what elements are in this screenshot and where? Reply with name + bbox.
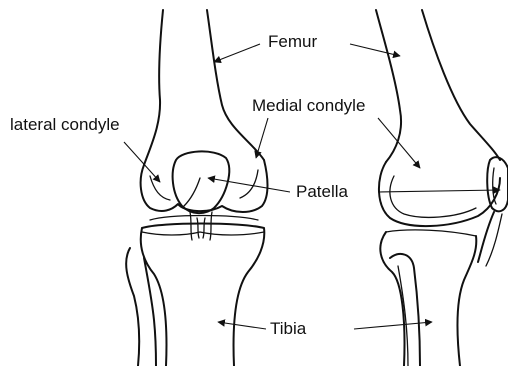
side-patellar-ligament xyxy=(486,214,502,266)
front-fibula xyxy=(126,248,139,366)
side-femur-shaft xyxy=(376,10,401,162)
front-femur-condyles xyxy=(141,160,268,212)
side-tibia xyxy=(380,232,404,366)
tibia-label: Tibia xyxy=(270,319,307,338)
femur-pointer-left xyxy=(214,44,260,62)
side-view-knee xyxy=(376,10,508,366)
side-tibia-plateau xyxy=(386,230,476,236)
femur-label: Femur xyxy=(268,32,317,51)
side-femur-shaft xyxy=(422,10,500,160)
front-patella-ridge xyxy=(184,178,200,206)
medial-condyle-pointer-left xyxy=(256,118,268,158)
tibia-pointer-left xyxy=(218,322,266,329)
tibia-pointer-right xyxy=(354,322,432,329)
patella-pointer-left xyxy=(208,178,290,192)
front-patella xyxy=(173,151,230,213)
front-femur-shaft xyxy=(144,10,163,165)
side-patella xyxy=(487,157,508,211)
front-femur-shaft xyxy=(207,10,264,160)
femur-pointer-right xyxy=(350,44,400,56)
side-tibia xyxy=(457,236,476,366)
front-lateral-condyle-outline xyxy=(150,176,170,200)
side-femur-condyle-inner xyxy=(390,176,476,217)
front-view-knee xyxy=(126,10,267,366)
front-tibia xyxy=(141,228,167,366)
front-tibia-plateau-line xyxy=(142,232,264,235)
front-tibia xyxy=(142,224,264,366)
patella-pointer-right xyxy=(378,190,500,192)
front-joint-line xyxy=(150,216,258,221)
lateral-condyle-label: lateral condyle xyxy=(10,115,120,134)
medial-condyle-label: Medial condyle xyxy=(252,96,365,115)
patella-label: Patella xyxy=(296,182,349,201)
medial-condyle-pointer-right xyxy=(378,118,420,168)
